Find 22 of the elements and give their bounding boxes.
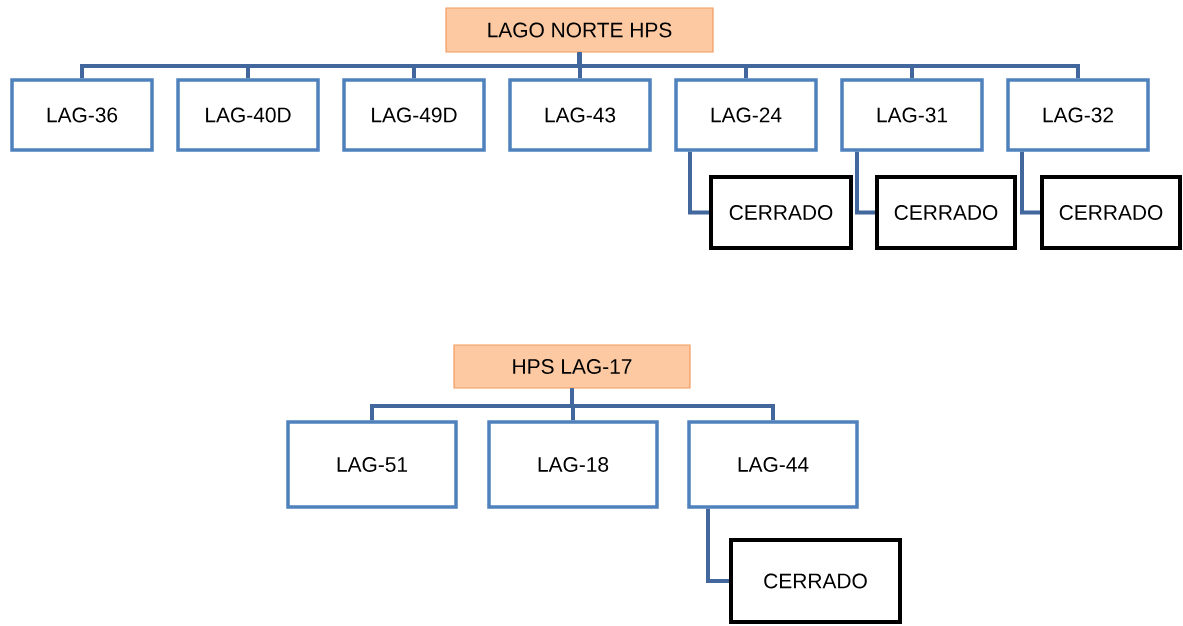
connector-line	[1020, 151, 1040, 215]
station-box: LAG-51	[286, 420, 458, 509]
station-box: LAG-18	[487, 420, 659, 509]
station-box: LAG-32	[1006, 78, 1150, 152]
station-box: LAG-24	[674, 78, 818, 152]
connector-line	[855, 151, 875, 215]
station-box: LAG-36	[10, 78, 154, 152]
status-box: CERRADO	[729, 538, 902, 624]
station-box: LAG-44	[687, 420, 859, 509]
root-box: HPS LAG-17	[453, 344, 691, 389]
status-box: CERRADO	[875, 175, 1017, 250]
connector-line	[577, 52, 1080, 79]
connector-line	[570, 388, 775, 421]
connector-line	[688, 151, 709, 215]
status-box: CERRADO	[1040, 175, 1182, 250]
station-box: LAG-40D	[176, 78, 320, 152]
status-box: CERRADO	[709, 175, 853, 250]
station-box: LAG-49D	[342, 78, 486, 152]
station-box: LAG-43	[508, 78, 652, 152]
root-box: LAGO NORTE HPS	[445, 7, 714, 53]
connector-line	[706, 508, 729, 583]
station-box: LAG-31	[840, 78, 984, 152]
